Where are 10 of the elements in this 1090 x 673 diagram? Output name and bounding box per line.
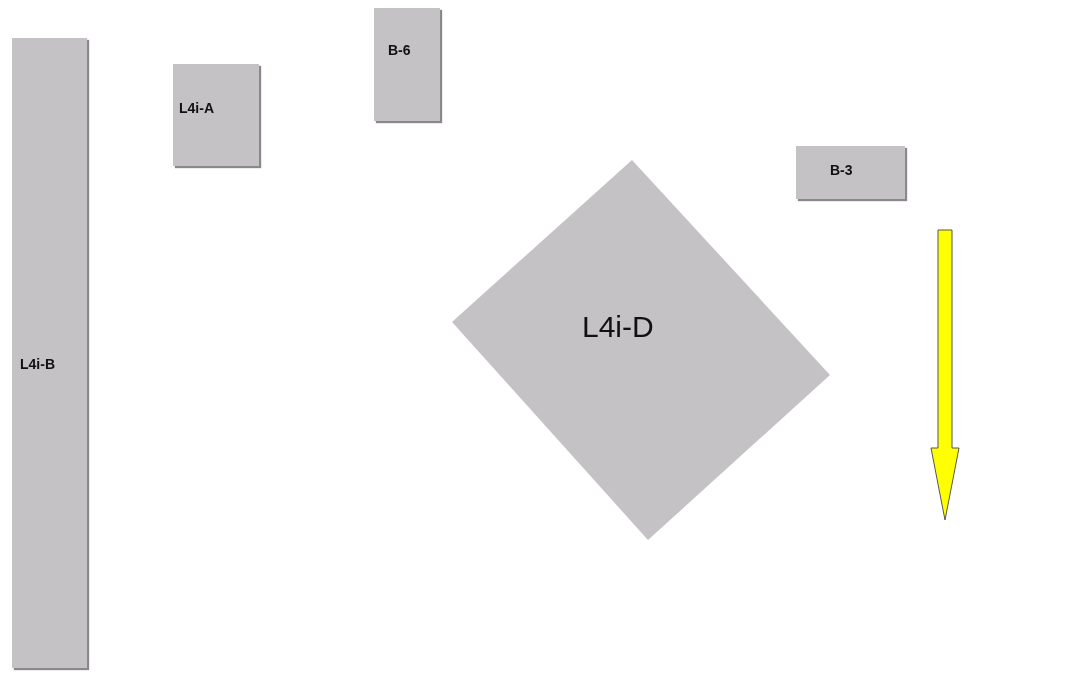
room-label: L4i-D xyxy=(582,310,654,344)
room-label: L4i-A xyxy=(179,100,214,116)
room-box xyxy=(374,8,440,121)
room-label: B-3 xyxy=(830,162,853,178)
room-label: B-6 xyxy=(388,42,411,58)
room-label: L4i-B xyxy=(20,356,55,372)
room-box xyxy=(173,64,259,166)
room-box xyxy=(12,38,87,668)
room-box xyxy=(796,146,905,199)
room-diamond xyxy=(452,160,830,540)
